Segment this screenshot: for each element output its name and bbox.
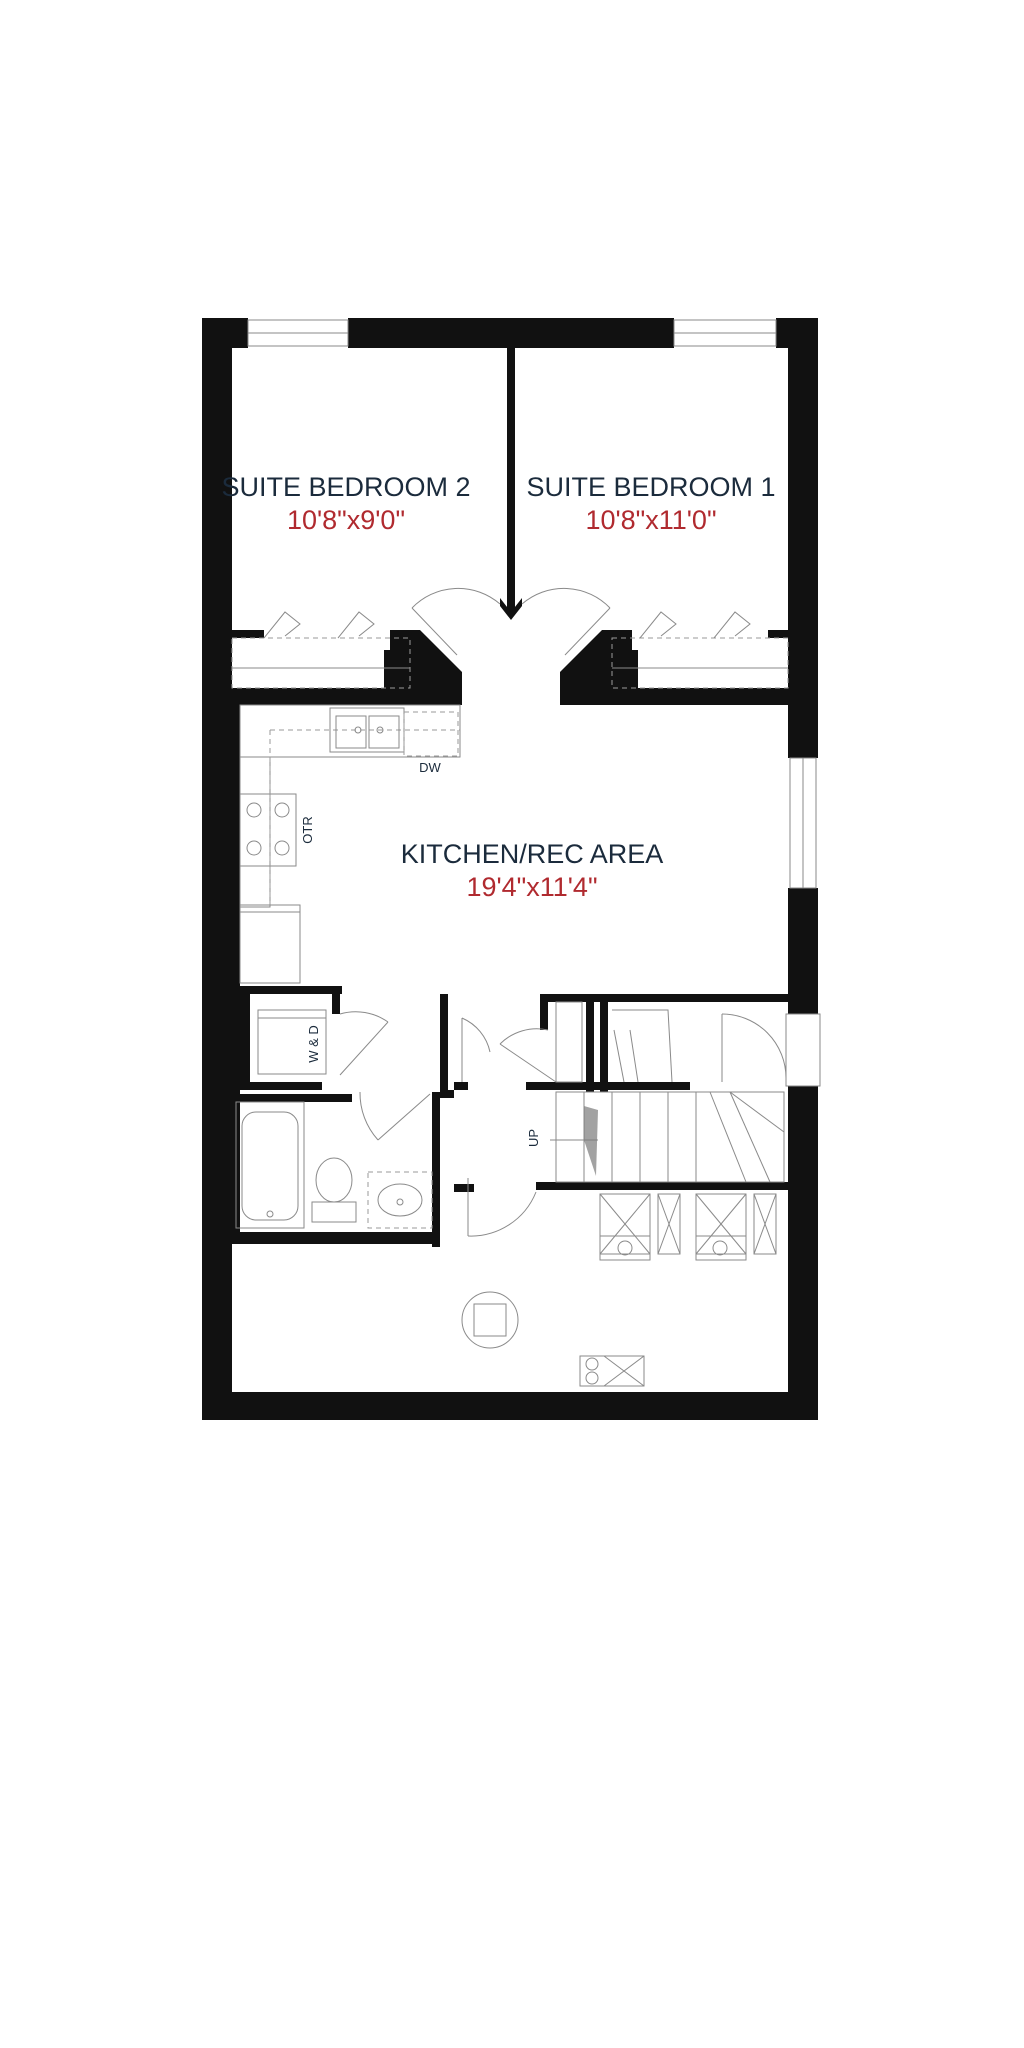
bathroom	[232, 1090, 454, 1247]
stairs-up-label: UP	[526, 1129, 541, 1147]
hall	[440, 994, 537, 1237]
over-range-label: OTR	[300, 816, 315, 843]
bedroom2-dimensions: 10'8"x9'0"	[287, 505, 405, 535]
bedroom-doors	[411, 587, 611, 656]
closets	[231, 611, 789, 689]
kitchen-name: KITCHEN/REC AREA	[401, 839, 664, 869]
bedroom1-name: SUITE BEDROOM 1	[526, 472, 775, 502]
stair-area	[499, 994, 822, 1190]
dishwasher-label: DW	[419, 760, 441, 775]
kitchen-dimensions: 19'4"x11'4"	[466, 872, 597, 902]
laundry-room	[232, 994, 389, 1094]
bedroom2-name: SUITE BEDROOM 2	[221, 472, 470, 502]
exterior-walls	[202, 318, 818, 1420]
mechanical-area	[461, 1193, 777, 1387]
bedroom-walls	[232, 348, 788, 705]
laundry-label: W & D	[306, 1025, 321, 1063]
windows	[247, 319, 817, 889]
bedroom1-dimensions: 10'8"x11'0"	[585, 505, 716, 535]
kitchen	[232, 704, 800, 1002]
